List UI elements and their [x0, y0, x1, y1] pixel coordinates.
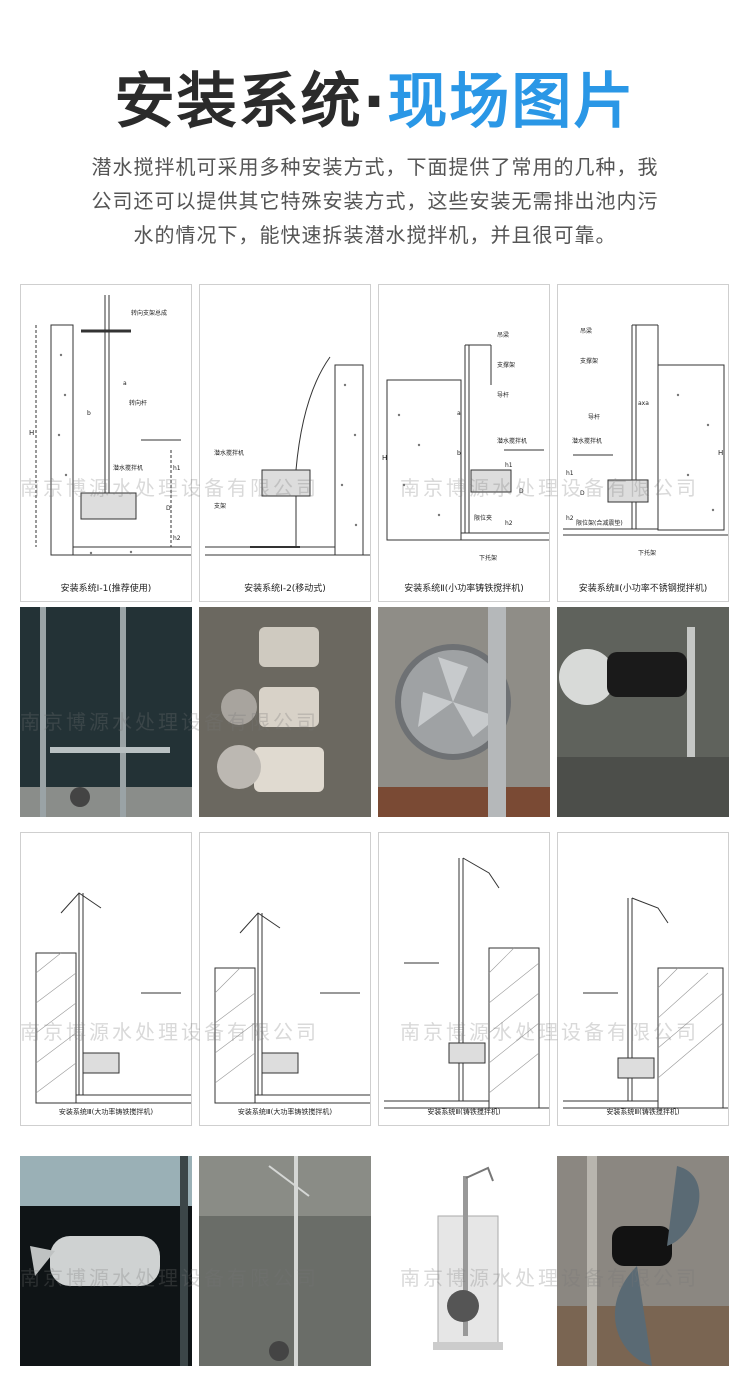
drawing-caption: 安装系统Ⅲ(铸铁搅拌机) — [606, 1108, 680, 1116]
drawing-system-2-stainless-svg: 吊梁 支撑架 导杆 潜水搅拌机 限位架(合减震垫) 下托架 axa H h1 h… — [563, 324, 728, 557]
label-D: D — [166, 505, 171, 512]
photo-blade-mixer-image — [557, 1156, 729, 1366]
drawing-caption: 安装系统Ⅲ(铸铁搅拌机) — [427, 1108, 501, 1116]
label-a: a — [123, 380, 127, 387]
drawing-system-3c: 安装系统Ⅲ(铸铁搅拌机) — [378, 832, 550, 1126]
photo-wall-guide-image — [199, 1156, 371, 1366]
drawing-caption: 安装系统Ⅱ(小功率铸铁搅拌机) — [404, 584, 524, 594]
drawing-system-2-stainless: 吊梁 支撑架 导杆 潜水搅拌机 限位架(合减震垫) 下托架 axa H h1 h… — [557, 284, 729, 602]
drawing-system-3d-svg — [563, 897, 728, 1109]
page-title: 安装系统·现场图片 — [0, 66, 750, 138]
drawing-caption: 安装系统Ⅰ-1(推荐使用) — [60, 584, 152, 594]
title-highlight: 现场图片 — [387, 67, 636, 137]
label-guide-rod: 导杆 — [588, 413, 600, 421]
label-limit-bracket: 限位架(合减震垫) — [576, 519, 623, 527]
label-h2: h2 — [505, 520, 513, 527]
photo-stainless-mixer-image — [557, 607, 729, 817]
label-turn-bracket: 转向支架总成 — [131, 309, 167, 317]
watermark-row-3: 南京博源水处理设备有限公司 南京博源水处理设备有限公司 — [20, 1016, 730, 1046]
photo-mixers-group-image — [199, 607, 371, 817]
label-beam: 吊梁 — [497, 331, 509, 339]
label-mixer: 潜水搅拌机 — [214, 449, 244, 457]
watermark-text: 南京博源水处理设备有限公司 — [20, 476, 319, 500]
drawing-system-3a: 安装系统Ⅲ(大功率铸铁搅拌机) — [20, 832, 192, 1126]
label-limit-clamp: 限位夹 — [474, 514, 492, 522]
drawing-system-3b-svg — [214, 912, 370, 1104]
label-bracket: 支架 — [214, 502, 226, 510]
label-D: D — [580, 490, 585, 497]
label-D: D — [519, 488, 524, 495]
drawing-caption: 安装系统Ⅲ(大功率铸铁搅拌机) — [58, 1108, 154, 1116]
label-a: a — [457, 410, 461, 417]
label-h2: h2 — [566, 515, 574, 522]
photo-propeller-image — [378, 607, 550, 817]
label-lower-bracket: 下托架 — [479, 554, 497, 562]
label-turn-rod: 转向杆 — [129, 399, 147, 407]
watermark-text: 南京博源水处理设备有限公司 — [20, 710, 319, 734]
photo-lifting-mixer-image — [20, 1156, 192, 1366]
label-H: H — [29, 429, 34, 437]
watermark-row-4: 南京博源水处理设备有限公司 南京博源水处理设备有限公司 — [20, 1262, 730, 1292]
photo-model-render-image — [378, 1156, 550, 1366]
drawing-caption: 安装系统Ⅲ(大功率铸铁搅拌机) — [237, 1108, 333, 1116]
label-mixer: 潜水搅拌机 — [113, 464, 143, 472]
watermark-text: 南京博源水处理设备有限公司 — [400, 1020, 699, 1044]
photo-model-render — [378, 1156, 550, 1366]
intro-line: 公司还可以提供其它特殊安装方式，这些安装无需排出池内污 — [91, 189, 659, 213]
label-h1: h1 — [566, 470, 574, 477]
label-H: H — [382, 454, 387, 462]
label-lower-bracket: 下托架 — [638, 549, 656, 557]
photo-propeller — [378, 607, 550, 817]
drawing-system-3b: 安装系统Ⅲ(大功率铸铁搅拌机) — [199, 832, 371, 1126]
drawing-system-1-1: 转向支架总成 转向杆 潜水搅拌机 H h1 h2 D a b 安装系统Ⅰ-1(推… — [20, 284, 192, 602]
title-separator: · — [362, 67, 388, 137]
watermark-row-1: 南京博源水处理设备有限公司 南京博源水处理设备有限公司 — [20, 472, 730, 502]
title-main: 安装系统 — [114, 67, 363, 137]
intro-line: 水的情况下，能快速拆装潜水搅拌机，并且很可靠。 — [133, 223, 617, 247]
photo-stainless-mixer — [557, 607, 729, 817]
photo-blade-mixer — [557, 1156, 729, 1366]
watermark-row-2: 南京博源水处理设备有限公司 — [20, 706, 730, 736]
drawing-system-1-2: 潜水搅拌机 支架 安装系统Ⅰ-2(移动式) — [199, 284, 371, 602]
photo-mixers-group — [199, 607, 371, 817]
watermark-text: 南京博源水处理设备有限公司 — [20, 1020, 319, 1044]
intro-text: 潜水搅拌机可采用多种安装方式，下面提供了常用的几种，我 公司还可以提供其它特殊安… — [40, 150, 710, 252]
watermark-text: 南京博源水处理设备有限公司 — [400, 1266, 699, 1290]
label-axa: axa — [638, 400, 649, 407]
label-mixer: 潜水搅拌机 — [572, 437, 602, 445]
drawing-system-3d: 安装系统Ⅲ(铸铁搅拌机) — [557, 832, 729, 1126]
label-support: 支撑架 — [580, 357, 598, 365]
photo-wall-guide — [199, 1156, 371, 1366]
drawing-system-2-cast: 吊梁 支撑架 导杆 潜水搅拌机 限位夹 下托架 a b H h1 h2 D 安装… — [378, 284, 550, 602]
drawing-system-2-cast-svg: 吊梁 支撑架 导杆 潜水搅拌机 限位夹 下托架 a b H h1 h2 D — [382, 331, 549, 562]
drawing-system-1-2-svg: 潜水搅拌机 支架 — [205, 356, 370, 556]
label-guide-rod: 导杆 — [497, 391, 509, 399]
label-mixer: 潜水搅拌机 — [497, 437, 527, 445]
drawing-system-3a-svg — [35, 892, 191, 1104]
label-b: b — [87, 410, 91, 417]
photo-tank-install-image — [20, 607, 192, 817]
label-beam: 吊梁 — [580, 327, 592, 335]
intro-line: 潜水搅拌机可采用多种安装方式，下面提供了常用的几种，我 — [91, 155, 659, 179]
watermark-text: 南京博源水处理设备有限公司 — [20, 1266, 319, 1290]
photo-tank-install — [20, 607, 192, 817]
photo-lifting-mixer — [20, 1156, 192, 1366]
label-support: 支撑架 — [497, 361, 515, 369]
label-b: b — [457, 450, 461, 457]
label-h1: h1 — [173, 465, 181, 472]
label-H: H — [718, 449, 723, 457]
drawing-system-3c-svg — [384, 857, 549, 1109]
drawing-caption: 安装系统Ⅱ(小功率不锈钢搅拌机) — [578, 584, 708, 594]
drawing-system-1-1-svg: 转向支架总成 转向杆 潜水搅拌机 H h1 h2 D a b — [29, 295, 191, 556]
label-h1: h1 — [505, 462, 513, 469]
drawing-caption: 安装系统Ⅰ-2(移动式) — [244, 584, 326, 594]
watermark-text: 南京博源水处理设备有限公司 — [400, 476, 699, 500]
label-h2: h2 — [173, 535, 181, 542]
